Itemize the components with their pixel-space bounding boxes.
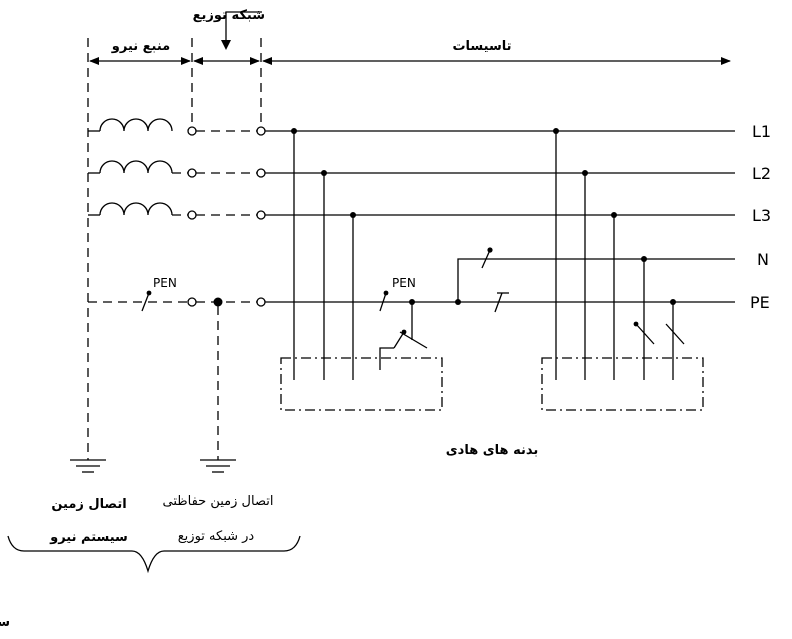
protective-earthing-label: اتصال زمین حفاظتی (163, 494, 274, 509)
earth-node (213, 297, 223, 307)
l1-winding (99, 118, 173, 132)
pen-mid-label: PEN (392, 276, 416, 290)
n-conductor (457, 258, 735, 302)
pe-label: PE (750, 293, 770, 312)
diagram-caption: سیستم اتصال زمین با یک و یا چند الکترود … (0, 615, 10, 630)
network-pointer-head (221, 40, 231, 50)
l3-label: L3 (752, 206, 771, 225)
pen-left-label: PEN (153, 276, 177, 290)
conductive-body-right (541, 128, 704, 411)
in-network-label: در شبکه توزیع (178, 529, 255, 544)
earth-symbol-right (200, 306, 236, 473)
network-pointer (225, 11, 262, 44)
n-label: N (757, 250, 769, 269)
earth-symbol-left (70, 459, 106, 473)
l3-winding (99, 202, 173, 216)
earthing-label: اتصال زمین (51, 497, 126, 512)
conductive-body-left (280, 128, 443, 411)
distribution-network-label: شبکه توزیع (193, 8, 265, 23)
grouping-brace (7, 535, 301, 574)
dimension-lines (87, 11, 731, 460)
power-source-label: منبع نیرو (111, 39, 170, 54)
installations-label: تاسیسات (452, 39, 511, 54)
l1-label: L1 (752, 122, 771, 141)
l2-label: L2 (752, 164, 771, 183)
conductive-bodies-label: بدنه های هادی (446, 443, 539, 458)
l2-winding (99, 160, 173, 174)
power-system-label: سیستم نیرو (49, 530, 128, 545)
